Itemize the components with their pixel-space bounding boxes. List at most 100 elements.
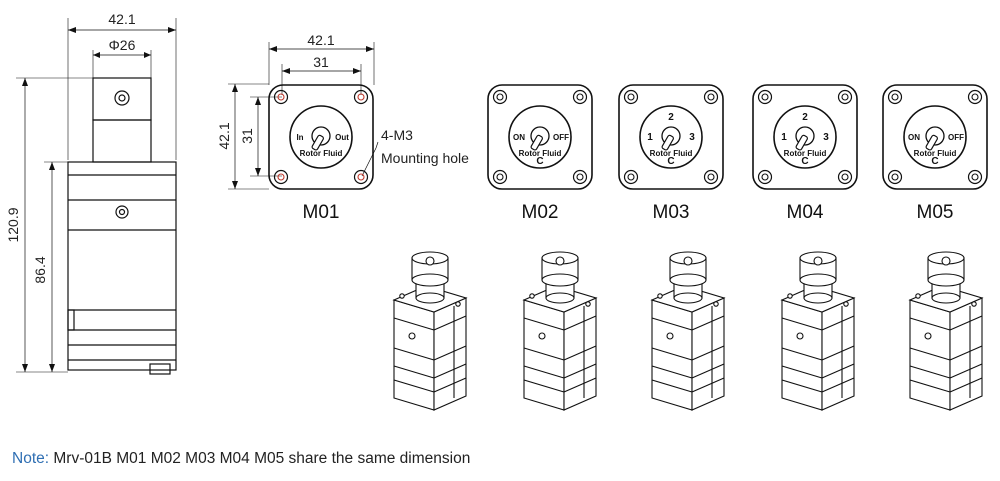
port-label-bottom: C bbox=[536, 156, 543, 167]
neck-base bbox=[415, 292, 445, 304]
body-band bbox=[821, 363, 855, 379]
body-screw bbox=[666, 332, 674, 340]
port-label-top: 2 bbox=[802, 112, 808, 123]
front-hole-pitch-v: 31 bbox=[239, 128, 255, 144]
front-view-dims bbox=[228, 42, 379, 190]
body-screw bbox=[538, 332, 546, 340]
knob bbox=[311, 126, 331, 146]
mounting-hole bbox=[967, 169, 983, 185]
valve-iso-m01 bbox=[392, 251, 468, 411]
port-label-right: OFF bbox=[553, 133, 569, 142]
body-band bbox=[433, 315, 467, 331]
mounting-hole-inner bbox=[576, 173, 584, 181]
valve-iso-m04 bbox=[780, 251, 856, 411]
body-band bbox=[781, 365, 823, 379]
side-view bbox=[16, 18, 177, 375]
body-band bbox=[909, 365, 951, 379]
mounting-hole-inner bbox=[841, 173, 849, 181]
port-label-bottom: C bbox=[931, 156, 938, 167]
body-front bbox=[393, 299, 435, 411]
mounting-hole-inner bbox=[496, 93, 504, 101]
valve-iso-m05 bbox=[908, 251, 984, 411]
body-band bbox=[949, 377, 983, 393]
body-band bbox=[651, 365, 693, 379]
body-band bbox=[949, 363, 983, 379]
body-band bbox=[651, 317, 693, 331]
port-label-top: 2 bbox=[668, 112, 674, 123]
knob-ring bbox=[903, 105, 967, 169]
body-side bbox=[821, 297, 855, 411]
mounting-hole bbox=[492, 89, 508, 105]
body-screw bbox=[843, 301, 849, 307]
head-knob bbox=[555, 256, 565, 266]
body-band bbox=[393, 379, 435, 393]
mounting-hole bbox=[273, 169, 289, 185]
body-band bbox=[821, 345, 855, 361]
shaft-diameter-dim: Φ26 bbox=[109, 37, 136, 53]
mounting-hole-inner bbox=[277, 93, 285, 101]
front-hole-pitch-h: 31 bbox=[313, 54, 329, 70]
body-band bbox=[563, 363, 597, 379]
head-base bbox=[541, 273, 579, 287]
body-band bbox=[563, 377, 597, 393]
mounting-hole bbox=[837, 89, 853, 105]
mounting-hole bbox=[703, 89, 719, 105]
body-side bbox=[563, 297, 597, 411]
knob-ring bbox=[639, 105, 703, 169]
body-band bbox=[781, 317, 823, 331]
mounting-hole bbox=[623, 169, 639, 185]
body-screw bbox=[399, 293, 405, 299]
model-name-m04: M04 bbox=[787, 202, 824, 223]
body-band bbox=[909, 317, 951, 331]
neck-base bbox=[673, 292, 703, 304]
front-height-dim: 42.1 bbox=[216, 122, 232, 149]
head-knob bbox=[683, 256, 693, 266]
mounting-hole bbox=[887, 89, 903, 105]
body-screw bbox=[787, 293, 793, 299]
head-knob bbox=[813, 256, 823, 266]
mounting-hole bbox=[703, 169, 719, 185]
knob-lever bbox=[311, 134, 324, 151]
body-screw bbox=[971, 301, 977, 307]
body-band bbox=[393, 317, 435, 331]
body-band bbox=[691, 363, 725, 379]
mounting-hole bbox=[273, 89, 289, 105]
head-knob bbox=[425, 256, 435, 266]
side-width-dim: 42.1 bbox=[108, 11, 135, 27]
mounting-hole bbox=[757, 169, 773, 185]
body-band bbox=[949, 345, 983, 361]
rotor-fluid-label: Rotor Fluid bbox=[914, 149, 957, 158]
body-screw bbox=[455, 301, 461, 307]
body-band bbox=[523, 365, 565, 379]
mounting-hole bbox=[572, 169, 588, 185]
knob bbox=[795, 126, 815, 146]
mounting-hole bbox=[623, 89, 639, 105]
flange-outline bbox=[882, 84, 988, 190]
mounting-hole bbox=[887, 169, 903, 185]
body-front bbox=[651, 299, 693, 411]
rotor-fluid-label: Rotor Fluid bbox=[784, 149, 827, 158]
knob-ring bbox=[289, 105, 353, 169]
body-screw bbox=[657, 293, 663, 299]
model-name-m01: M01 bbox=[303, 202, 340, 223]
port-label-bottom: C bbox=[801, 156, 808, 167]
port-label-right: OFF bbox=[948, 133, 964, 142]
dimension-note: Note: Mrv-01B M01 M02 M03 M04 M05 share … bbox=[12, 450, 470, 468]
body-band bbox=[393, 347, 435, 361]
knob-ring bbox=[508, 105, 572, 169]
head-base bbox=[927, 273, 965, 287]
body-band bbox=[393, 365, 435, 379]
body-band bbox=[821, 315, 855, 331]
mounting-hole-inner bbox=[891, 93, 899, 101]
body-band bbox=[821, 377, 855, 393]
body-side bbox=[433, 297, 467, 411]
body-band bbox=[563, 345, 597, 361]
port-label-right: 3 bbox=[689, 132, 695, 143]
port-label-left: In bbox=[296, 133, 303, 142]
knob-lever bbox=[530, 134, 543, 151]
mounting-hole-inner bbox=[971, 93, 979, 101]
mounting-hole-inner bbox=[357, 93, 365, 101]
